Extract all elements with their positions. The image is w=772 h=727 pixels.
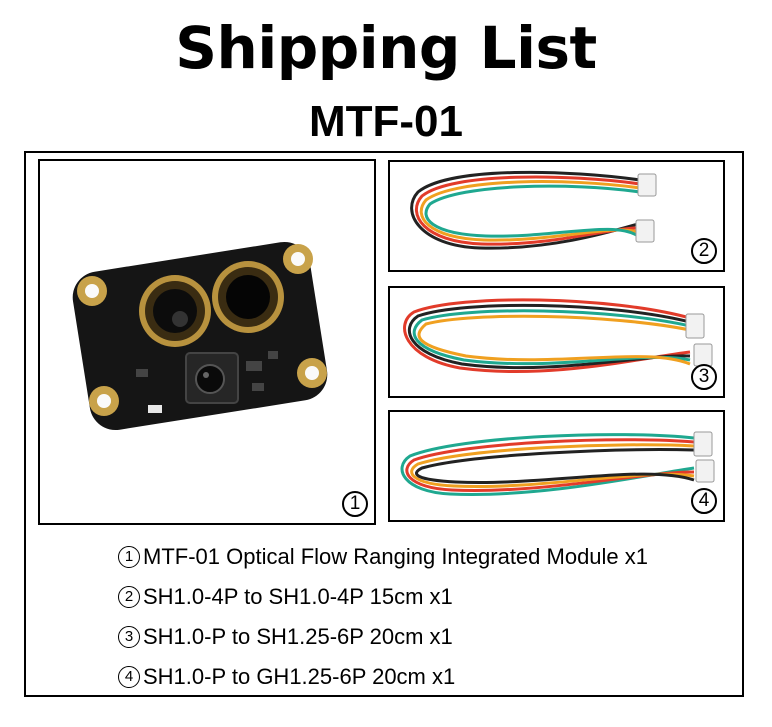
item-text: SH1.0-P to GH1.25-6P 20cm x1	[143, 664, 456, 689]
optical-flow-module-image	[72, 241, 328, 431]
contents-frame	[24, 151, 744, 697]
shipping-items-list: 1 MTF-01 Optical Flow Ranging Integrated…	[118, 537, 648, 697]
cable-photo-panel-3: 3	[388, 286, 725, 398]
module-photo-panel: 1	[38, 159, 376, 525]
item-number: 4	[118, 666, 140, 688]
list-item: 4 SH1.0-P to GH1.25-6P 20cm x1	[118, 657, 648, 697]
item-number: 1	[118, 546, 140, 568]
list-item: 2 SH1.0-4P to SH1.0-4P 15cm x1	[118, 577, 648, 617]
list-item: 1 MTF-01 Optical Flow Ranging Integrated…	[118, 537, 648, 577]
cable-image-4	[400, 431, 715, 496]
cable-image-3	[403, 298, 713, 373]
cable-photo-panel-4: 4	[388, 410, 725, 522]
model-subtitle: MTF-01	[309, 97, 463, 146]
item-number: 2	[118, 586, 140, 608]
list-item: 3 SH1.0-P to SH1.25-6P 20cm x1	[118, 617, 648, 657]
item-text: SH1.0-4P to SH1.0-4P 15cm x1	[143, 584, 453, 609]
item-text: MTF-01 Optical Flow Ranging Integrated M…	[143, 544, 649, 569]
panel-number-badge: 1	[342, 491, 368, 517]
cable-image-2	[410, 170, 657, 250]
panel-number-badge: 3	[691, 364, 717, 390]
panel-number-badge: 4	[691, 488, 717, 514]
item-text: SH1.0-P to SH1.25-6P 20cm x1	[143, 624, 453, 649]
item-number: 3	[118, 626, 140, 648]
cable-photo-panel-2: 2	[388, 160, 725, 272]
panel-number-badge: 2	[691, 238, 717, 264]
page-title: Shipping List	[175, 14, 597, 82]
